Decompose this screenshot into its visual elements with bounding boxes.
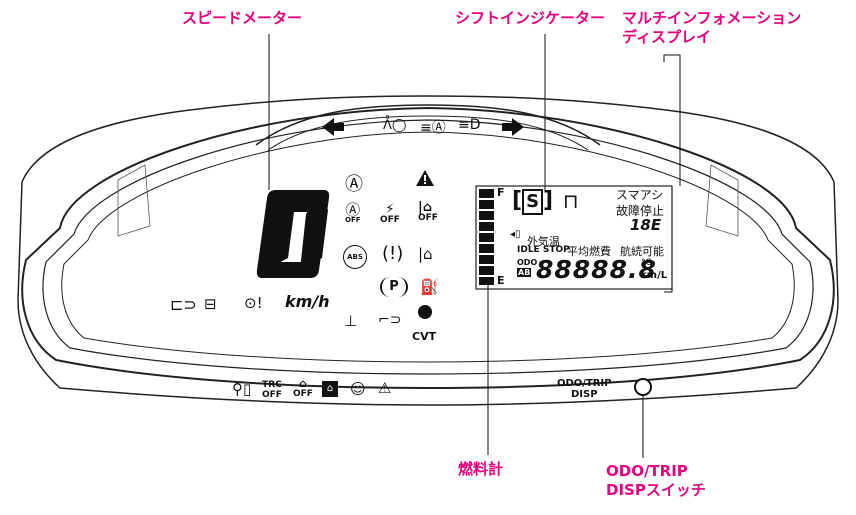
brake-warning-icon: (!) — [382, 243, 404, 264]
odometer-digits: 88888.8 — [536, 255, 657, 284]
fuel-full-mark: F — [497, 186, 505, 199]
fuel-gauge-segments — [479, 189, 494, 285]
cvt-warning-icon — [418, 305, 432, 319]
callout-shift-indicator: シフトインジケーター — [455, 9, 606, 27]
coolant-temp-icon: ⊥ — [344, 312, 358, 330]
vsc-off-icon: ⌂ OFF — [293, 377, 313, 399]
temp-unit: °C — [641, 258, 652, 268]
odo-label: ODO — [517, 258, 538, 267]
smart-assist-label: スマアシ — [616, 188, 664, 202]
speed-unit: km/h — [285, 292, 330, 311]
battery-icon: ⊟ — [204, 295, 217, 313]
trc-off-icon: TRC OFF — [262, 380, 282, 400]
abs-text: ABS — [347, 253, 363, 261]
oil-pressure-icon: ⌐⊃ — [378, 312, 402, 328]
trip-ab-label: AB — [517, 268, 532, 277]
callout-odo-line2: DISPスイッチ — [606, 481, 706, 499]
trc-off-text: OFF — [262, 390, 282, 400]
auto-off-text: OFF — [345, 216, 361, 224]
position-lamp-icon: ᐰ◯ — [383, 118, 407, 133]
headlight-high-icon: ≡D — [458, 117, 481, 133]
idle-text: IDLE — [517, 245, 540, 255]
lane-off-text: OFF — [418, 213, 438, 223]
parking-brake-icon: P — [380, 277, 408, 297]
parking-text: P — [389, 279, 399, 294]
auto-off-symbol: Ⓐ — [345, 201, 361, 219]
callout-multi-info-display: マルチインフォメーション ディスプレイ — [622, 9, 801, 47]
collision-symbol: ⚡ — [385, 202, 395, 217]
shift-gear-value: S — [522, 189, 544, 215]
car-sensor-icon: ⊓ — [563, 189, 579, 213]
auto-hold-icon: Ⓐ — [345, 174, 363, 195]
trc-text: TRC — [262, 380, 282, 390]
fault-stop-label: 故障停止 — [616, 204, 665, 218]
fuel-empty-mark: E — [497, 274, 505, 287]
fuel-door-icon: ◂▯ — [510, 229, 521, 240]
callout-fuel-gauge: 燃料計 — [458, 460, 504, 478]
odo-trip-button[interactable] — [634, 378, 652, 396]
odo-button-line2: DISP — [570, 389, 598, 400]
auto-off-icon: Ⓐ OFF — [345, 201, 361, 225]
callout-multi-info-line1: マルチインフォメーション — [622, 9, 802, 27]
callout-odo-switch: ODO/TRIP DISPスイッチ — [606, 462, 706, 500]
lane-symbol: |⌂ — [418, 200, 433, 215]
avg-fuel-label: 平均燃費 — [567, 245, 611, 258]
left-turn-arrow-icon — [322, 118, 344, 136]
distance-unit: km/L — [640, 270, 668, 281]
collision-off-text: OFF — [380, 215, 400, 225]
odo-button-line1: ODO/TRIP — [557, 378, 612, 389]
right-turn-arrow-icon — [502, 118, 524, 136]
seatbelt-icon: ⚠ — [378, 379, 392, 397]
slip-indicator-icon: ⌂ — [322, 381, 338, 397]
callout-lines — [268, 34, 681, 458]
auto-headlight-icon: ≡Ⓐ — [420, 120, 446, 136]
callout-odo-line1: ODO/TRIP — [606, 462, 688, 480]
idle-stop-label: IDLE STOP — [517, 245, 570, 255]
lane-off-icon: |⌂ OFF — [418, 200, 438, 223]
outside-temp-label: 外気温 — [527, 235, 560, 248]
fuel-low-icon: ⛽ — [420, 278, 439, 296]
airbag-icon: ☺ — [350, 380, 366, 398]
abs-icon: ABS — [343, 245, 367, 269]
power-steering-icon: ⊙! — [244, 294, 263, 312]
stop-text: STOP — [542, 245, 570, 255]
odo-button-label: ODO/TRIP DISP — [557, 378, 612, 400]
seat-warning-icon: ⚲▯ — [232, 380, 252, 398]
lane-departure-icon: |⌂ — [418, 245, 433, 263]
range-label: 航続可能 — [620, 245, 664, 258]
engine-check-icon: ⊏⊃ — [170, 295, 197, 314]
callout-multi-info-line2: ディスプレイ — [622, 28, 711, 46]
shift-gear-indicator: [S] — [512, 188, 554, 215]
vsc-off-text: OFF — [293, 389, 313, 399]
collision-off-icon: ⚡ OFF — [380, 202, 400, 225]
transmission-label: CVT — [412, 330, 437, 343]
vsc-symbol: ⌂ — [299, 377, 307, 390]
small-segment-digits: 18E — [630, 216, 662, 234]
callout-speedometer: スピードメーター — [182, 9, 303, 27]
